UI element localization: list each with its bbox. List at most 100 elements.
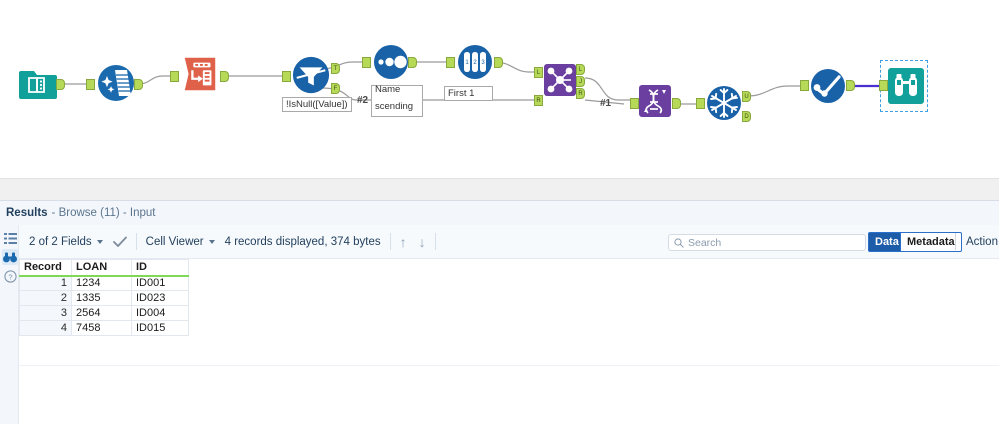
data-cleansing-output-port[interactable] — [134, 79, 143, 90]
connection-label-1: #1 — [600, 98, 612, 109]
svg-text:3: 3 — [481, 60, 485, 66]
unique-u-port-label: U — [744, 93, 749, 100]
sample-input-port[interactable] — [446, 57, 455, 68]
results-table[interactable]: Record LOAN ID 1 1234 ID001 2 1335 ID023… — [19, 259, 189, 336]
results-body: ? 2 of 2 Fields Cell Viewer 4 — [0, 225, 999, 424]
input-data-tool[interactable] — [18, 62, 58, 102]
join-inner-out-label: J — [579, 78, 582, 85]
text-to-columns-tool[interactable] — [180, 54, 220, 94]
results-icon-rail: ? — [0, 225, 19, 424]
results-title-label: Results — [6, 207, 48, 219]
svg-text:?: ? — [8, 272, 12, 281]
join-left-in-label: L — [536, 69, 541, 76]
sort-annotation-line1: Name — [375, 84, 401, 95]
tab-data[interactable]: Data — [868, 232, 906, 252]
cell-loan[interactable]: 1335 — [71, 290, 132, 306]
apply-check-button[interactable] — [112, 236, 127, 248]
cell-id[interactable]: ID023 — [131, 290, 189, 306]
cell-id[interactable]: ID015 — [131, 320, 189, 336]
data-cleansing-tool[interactable] — [96, 63, 136, 103]
actions-menu[interactable]: Action — [966, 236, 998, 248]
scroll-down-button[interactable]: ↓ — [418, 233, 426, 250]
column-header-id[interactable]: ID — [131, 259, 189, 277]
svg-text:1: 1 — [465, 60, 469, 66]
text-to-columns-input-port[interactable] — [170, 71, 179, 82]
join-right-output-port[interactable]: R — [576, 88, 585, 99]
cell-record: 2 — [19, 290, 72, 306]
input-data-output-port[interactable] — [56, 79, 65, 90]
filter-input-port[interactable] — [282, 71, 291, 82]
cell-record: 4 — [19, 320, 72, 336]
select-output-port[interactable] — [846, 80, 855, 91]
browse-input-port[interactable] — [879, 80, 888, 91]
cell-loan[interactable]: 7458 — [71, 320, 132, 336]
table-row[interactable]: 3 2564 ID004 — [19, 305, 189, 321]
select-input-port[interactable] — [800, 80, 809, 91]
unique-duplicate-output-port[interactable]: D — [742, 111, 751, 122]
filter-false-port-label: F — [333, 85, 338, 92]
join-right-out-label: R — [578, 90, 583, 97]
table-row[interactable]: 1 1234 ID001 — [19, 275, 189, 291]
browse-tool[interactable] — [886, 66, 926, 106]
text-to-columns-output-port[interactable] — [220, 71, 229, 82]
select-tool[interactable] — [808, 66, 848, 106]
filter-expression-annotation: !IsNull([Value]) — [282, 97, 352, 112]
join-left-out-label: L — [578, 66, 583, 73]
unique-tool[interactable] — [704, 83, 744, 123]
transpose-output-port[interactable] — [672, 98, 681, 109]
join-right-input-port[interactable]: R — [534, 95, 543, 106]
sort-annotation: Name scending — [371, 84, 423, 117]
binoculars-icon[interactable] — [2, 249, 18, 265]
toolbar-divider — [955, 233, 956, 250]
cell-record: 3 — [19, 305, 72, 321]
scroll-up-button[interactable]: ↑ — [399, 233, 407, 250]
filter-false-output-port[interactable]: F — [331, 83, 340, 94]
column-header-loan[interactable]: LOAN — [71, 259, 132, 277]
filter-tool[interactable] — [291, 55, 331, 95]
table-header-row: Record LOAN ID — [19, 259, 189, 277]
data-cleansing-input-port[interactable] — [86, 79, 95, 90]
cell-viewer-label: Cell Viewer — [145, 235, 204, 248]
filter-true-port-label: T — [333, 65, 338, 72]
sample-output-port[interactable] — [494, 57, 503, 68]
column-header-record[interactable]: Record — [19, 259, 72, 277]
table-row[interactable]: 4 7458 ID015 — [19, 320, 189, 336]
join-tool[interactable] — [543, 63, 577, 97]
search-input[interactable]: Search — [668, 234, 866, 251]
sort-tool[interactable] — [371, 42, 411, 82]
results-subtitle-label: - Browse (11) - Input — [51, 207, 156, 219]
join-inner-output-port[interactable]: J — [576, 76, 585, 87]
table-row[interactable]: 2 1335 ID023 — [19, 290, 189, 306]
chevron-down-icon-2 — [208, 239, 215, 244]
sort-input-port[interactable] — [362, 57, 371, 68]
help-icon[interactable]: ? — [2, 268, 18, 284]
cell-loan[interactable]: 1234 — [71, 275, 132, 291]
canvas-results-splitter[interactable] — [0, 178, 999, 375]
unique-unique-output-port[interactable]: U — [742, 91, 751, 102]
sort-annotation-line2: scending — [375, 101, 414, 112]
join-left-input-port[interactable]: L — [534, 67, 543, 78]
connection-label-2: #2 — [357, 95, 369, 106]
join-left-output-port[interactable]: L — [576, 64, 585, 75]
list-view-icon[interactable] — [2, 230, 18, 246]
transpose-input-port[interactable] — [630, 98, 639, 109]
sort-output-port[interactable] — [408, 57, 417, 68]
cell-id[interactable]: ID001 — [131, 275, 189, 291]
tab-metadata[interactable]: Metadata — [900, 232, 962, 252]
results-panel: Results - Browse (11) - Input — [0, 200, 999, 424]
fields-dropdown[interactable]: 2 of 2 Fields — [29, 236, 105, 248]
sample-annotation: First 1 — [444, 86, 493, 101]
cell-id[interactable]: ID004 — [131, 305, 189, 321]
record-count-label: 4 records displayed, 374 bytes — [224, 235, 381, 248]
unique-input-port[interactable] — [696, 98, 705, 109]
check-icon — [112, 236, 127, 247]
transpose-tool[interactable] — [638, 84, 672, 118]
cell-loan[interactable]: 2564 — [71, 305, 132, 321]
chevron-down-icon — [96, 239, 103, 244]
cell-viewer-dropdown[interactable]: Cell Viewer — [146, 236, 217, 248]
fields-dropdown-label: 2 of 2 Fields — [29, 235, 92, 248]
svg-text:2: 2 — [473, 60, 477, 66]
filter-true-output-port[interactable]: T — [331, 63, 340, 74]
